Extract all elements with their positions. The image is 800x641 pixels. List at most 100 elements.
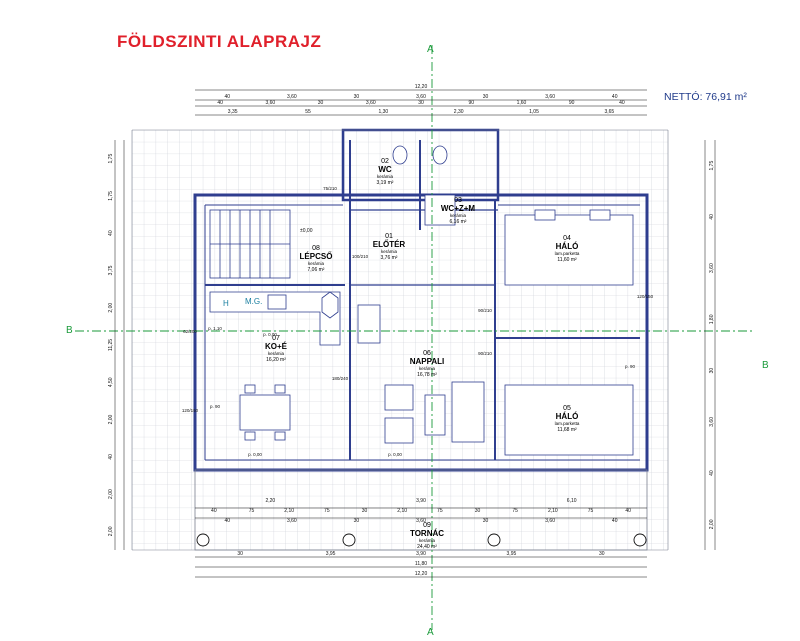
dim-bottom-row2: 30 bbox=[354, 518, 360, 524]
dim-bottom-row3: 3,90 bbox=[416, 551, 426, 557]
dim-bottom-total-inner: 11,80 bbox=[415, 561, 427, 567]
living-furniture bbox=[357, 304, 485, 444]
dim-top-row4: 55 bbox=[305, 109, 311, 115]
room-number: 01 bbox=[385, 233, 393, 240]
dim-bottom-row2: 3,60 bbox=[545, 518, 555, 524]
dim-left: 40 bbox=[108, 230, 114, 236]
dim-bottom-row2: 40 bbox=[225, 518, 231, 524]
dim-bottom-row1: 75 bbox=[324, 508, 330, 514]
dim-right: 1,80 bbox=[709, 314, 715, 324]
dim-left: 2,00 bbox=[108, 526, 114, 536]
dim-porch: 3,90 bbox=[416, 498, 426, 504]
dim-bottom-row1: 75 bbox=[437, 508, 443, 514]
label-h: H bbox=[223, 299, 229, 308]
room-area: 3,76 m² bbox=[381, 255, 398, 261]
dim-right: 2,00 bbox=[709, 519, 715, 529]
door-tag: 62/200 bbox=[183, 329, 197, 334]
room-floor: kerámia bbox=[308, 261, 325, 266]
dim-top-row2: 3,60 bbox=[287, 94, 297, 100]
dim-bottom-row3: 30 bbox=[237, 551, 243, 557]
dim-bottom-row1: 30 bbox=[362, 508, 368, 514]
room-floor: kerámia bbox=[450, 213, 467, 218]
dim-top-total: 12,20 bbox=[415, 84, 428, 90]
room-floor: kerámia bbox=[419, 538, 436, 543]
room-number: 04 bbox=[563, 235, 571, 242]
dim-bottom-row1: 75 bbox=[249, 508, 255, 514]
dim-left: 3,75 bbox=[108, 265, 114, 275]
room-name: WC+Z+M bbox=[441, 204, 476, 213]
room-floor: lam.parketta bbox=[555, 421, 580, 426]
room-area: 11,68 m² bbox=[557, 427, 577, 433]
room-number: 08 bbox=[312, 245, 320, 252]
window-tag: p. 0,00 bbox=[388, 452, 402, 457]
tile-grid bbox=[132, 130, 668, 550]
dim-right: 40 bbox=[709, 214, 715, 220]
door-tag: 180/240 bbox=[332, 376, 349, 381]
dim-top-row3: 30 bbox=[418, 100, 424, 106]
dim-top-row3: 1,60 bbox=[517, 100, 527, 106]
section-marks: A A B B bbox=[66, 44, 769, 638]
dim-right: 30 bbox=[709, 368, 715, 374]
section-mark-b-right: B bbox=[762, 360, 769, 371]
dim-top-row4: 3,65 bbox=[604, 109, 614, 115]
dim-left: 11,25 bbox=[108, 339, 114, 351]
dim-top-row3: 3,60 bbox=[366, 100, 376, 106]
porch-columns bbox=[196, 533, 647, 547]
door-tag: 90/210 bbox=[478, 308, 492, 313]
dim-top-row2: 40 bbox=[612, 94, 618, 100]
dim-top-row2: 30 bbox=[354, 94, 360, 100]
dim-top-row2: 3,60 bbox=[416, 94, 426, 100]
dim-bottom-row2: 40 bbox=[612, 518, 618, 524]
window-tag: p. 1,10 bbox=[208, 326, 222, 331]
walls bbox=[131, 128, 669, 551]
room-floor: kerámia bbox=[377, 174, 394, 179]
wc-fixtures bbox=[392, 145, 456, 226]
dim-top-row4: 3,35 bbox=[228, 109, 238, 115]
plan-title: FÖLDSZINTI ALAPRAJZ bbox=[117, 32, 322, 51]
room-area: 11,60 m² bbox=[557, 257, 577, 263]
dimension-lines bbox=[114, 89, 716, 578]
window-tag: p. 0,00 bbox=[248, 452, 262, 457]
dim-top-row2: 40 bbox=[225, 94, 231, 100]
dim-porch: 6,10 bbox=[567, 498, 577, 504]
room-number: 07 bbox=[272, 335, 280, 342]
section-mark-a-top: A bbox=[427, 44, 434, 55]
net-area-label: NETTÓ: 76,91 m² bbox=[664, 91, 747, 103]
room-name: LÉPCSŐ bbox=[300, 252, 333, 261]
dim-porch: 2,20 bbox=[265, 498, 275, 504]
dim-left: 2,00 bbox=[108, 303, 114, 313]
dim-left: 4,50 bbox=[108, 377, 114, 387]
room-name: HÁLÓ bbox=[556, 412, 579, 421]
door-tag: 90/210 bbox=[478, 351, 492, 356]
dim-bottom-row2: 3,60 bbox=[287, 518, 297, 524]
dim-right: 1,75 bbox=[709, 161, 715, 171]
dim-bottom-row3: 30 bbox=[599, 551, 605, 557]
dim-bottom-row3: 3,95 bbox=[507, 551, 517, 557]
dim-bottom-row2: 3,60 bbox=[416, 518, 426, 524]
room-number: 09 bbox=[423, 522, 431, 529]
dim-left: 2,00 bbox=[108, 489, 114, 499]
room-area: 24,40 m² bbox=[417, 544, 437, 550]
dim-bottom-row2: 30 bbox=[483, 518, 489, 524]
room-number: 06 bbox=[423, 350, 431, 357]
window-tag: p. 90 bbox=[625, 364, 636, 369]
dining-table bbox=[239, 384, 291, 441]
window-tag: p. 90 bbox=[210, 404, 221, 409]
room-number: 05 bbox=[563, 405, 571, 412]
room-number: 03 bbox=[454, 197, 462, 204]
dim-left: 1,75 bbox=[108, 154, 114, 164]
room-floor: kerámia bbox=[381, 249, 398, 254]
dim-top-row3: 40 bbox=[619, 100, 625, 106]
dim-bottom-row1: 30 bbox=[475, 508, 481, 514]
section-axes bbox=[75, 45, 755, 630]
dim-bottom-row1: 40 bbox=[211, 508, 217, 514]
room-name: NAPPALI bbox=[410, 357, 445, 366]
dim-right: 3,60 bbox=[709, 417, 715, 427]
door-tag: 120/150 bbox=[182, 408, 199, 413]
dim-left: 2,00 bbox=[108, 414, 114, 424]
door-tag: 120/150 bbox=[637, 294, 654, 299]
dim-top-row2: 3,60 bbox=[545, 94, 555, 100]
dim-top-row4: 1,05 bbox=[529, 109, 539, 115]
